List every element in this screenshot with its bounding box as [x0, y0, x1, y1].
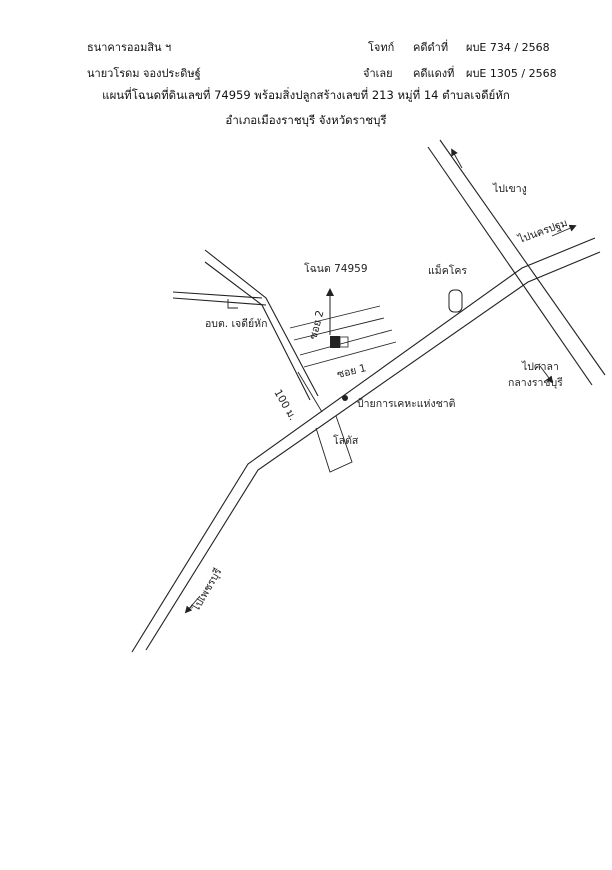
- label-deed: โฉนด 74959: [304, 262, 368, 275]
- tambon-office-road: [172, 291, 267, 309]
- land-plot-marker: [330, 336, 349, 348]
- soi-1-road: [299, 329, 397, 368]
- soi-2-road: [289, 305, 385, 341]
- black-case-number: ผบE 734 / 2568: [466, 41, 550, 54]
- distance-bracket: [297, 371, 323, 413]
- label-national-sign: ป้ายการเคหะแห่งชาติ: [357, 398, 456, 410]
- khao-ngu-arrow: [451, 148, 463, 169]
- sala-klang-arrow: [539, 365, 554, 384]
- map-title-line-1: แผนที่โฉนดที่ดินเลขที่ 74959 พร้อมสิ่งปล…: [102, 88, 510, 102]
- defendant-name: นายวโรดม จองประดิษฐ์: [87, 67, 201, 80]
- black-case-label: คดีดำที่: [413, 41, 449, 54]
- label-tambon-office: อบต. เจดีย์หัก: [205, 317, 267, 330]
- label-to-sala-klang-2: กลางราชบุรี: [508, 376, 563, 389]
- phetchaburi-arrow: [184, 595, 201, 614]
- plaintiff-role: โจทก์: [368, 41, 395, 54]
- main-highway: [131, 237, 601, 653]
- red-case-number: ผบE 1305 / 2568: [466, 67, 557, 80]
- label-soi-1: ซอย 1: [336, 362, 368, 381]
- defendant-role: จำเลย: [363, 67, 393, 80]
- sign-marker: [342, 395, 348, 401]
- crossing-road: [427, 139, 606, 386]
- label-soi-2: ซอย 2: [307, 309, 326, 341]
- plaintiff-name: ธนาคารออมสิน ฯ: [87, 41, 172, 54]
- nakhon-pathom-arrow: [551, 224, 577, 237]
- label-to-sala-klang: ไปศาลา: [521, 360, 559, 373]
- label-to-khao-ngu: ไปเขางู: [492, 182, 527, 195]
- lotus-building: [315, 415, 353, 473]
- label-makro: แม็คโคร: [428, 263, 467, 277]
- label-distance: 100 ม.: [271, 388, 298, 423]
- map-title-line-2: อำเภอเมืองราชบุรี จังหวัดราชบุรี: [225, 113, 387, 127]
- label-to-nakhon-pathom: ไปนครปฐม: [516, 216, 569, 246]
- label-lotus: โลตัส: [333, 434, 359, 447]
- red-case-label: คดีแดงที่: [413, 67, 455, 80]
- makro-building: [448, 289, 463, 313]
